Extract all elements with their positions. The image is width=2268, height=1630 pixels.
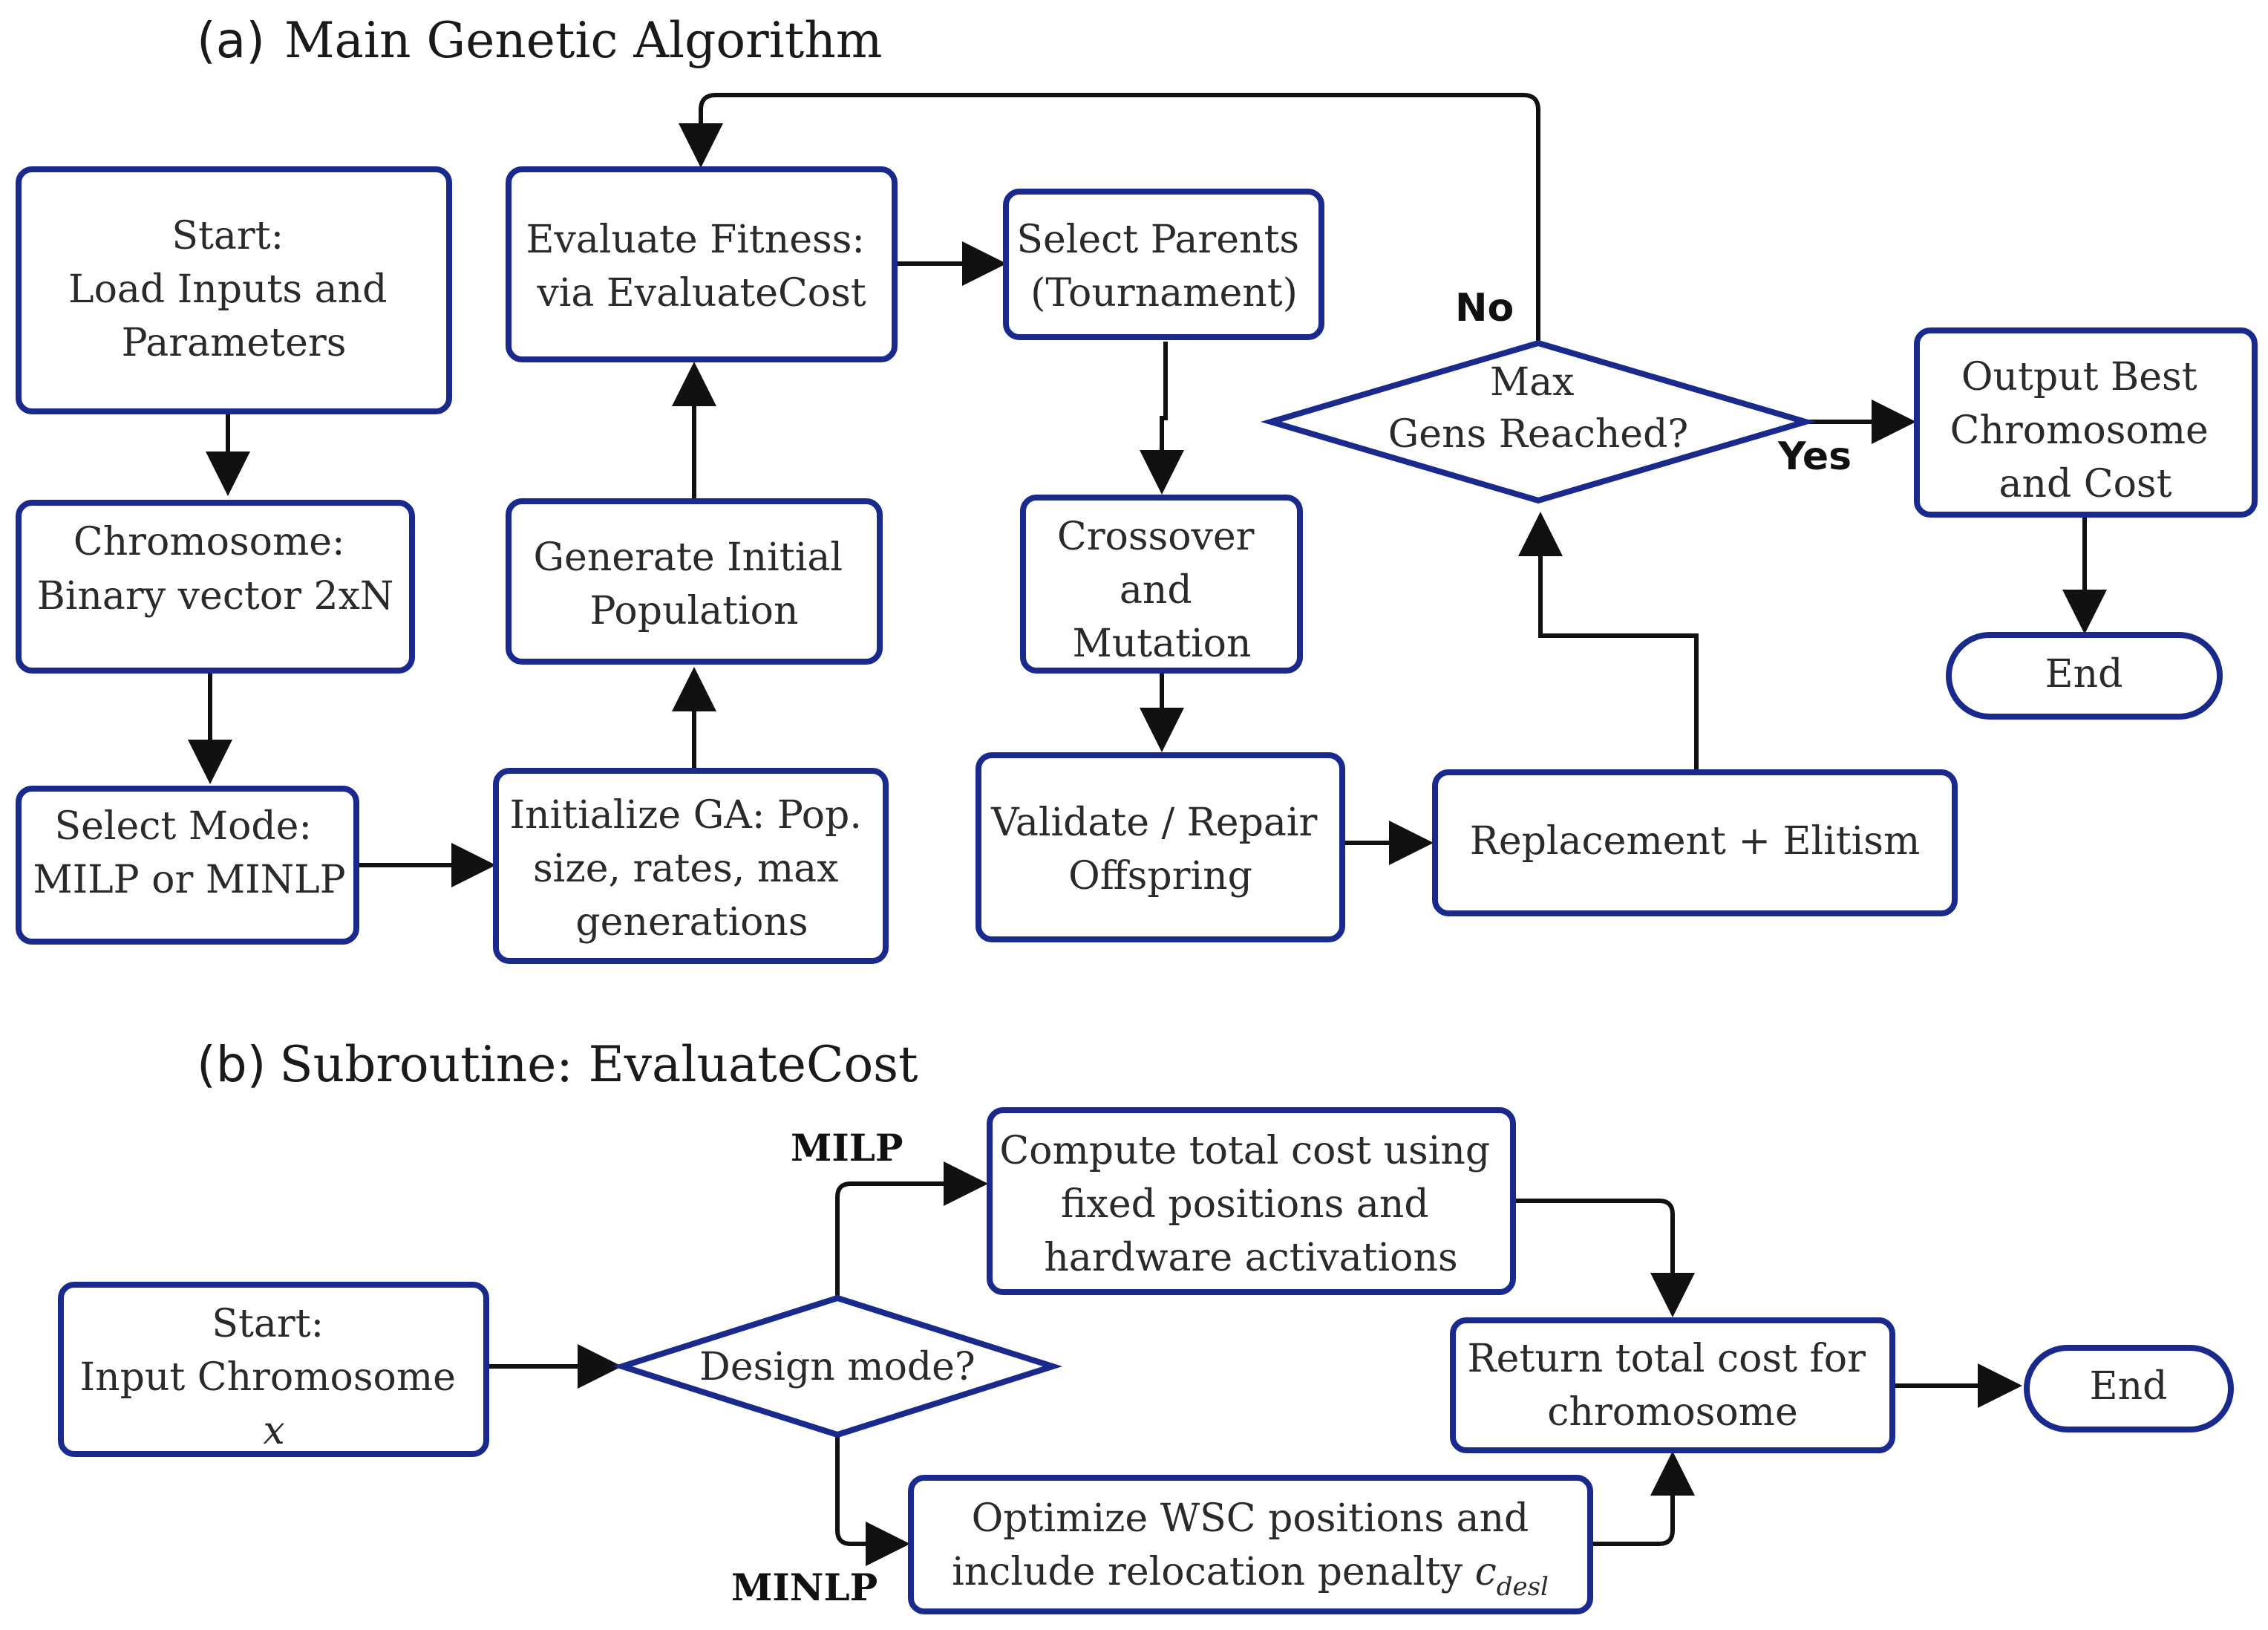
edge-minlp-branch — [835, 1437, 910, 1566]
replacement-elitism-node-text: Replacement + Elitism — [1470, 819, 1921, 864]
subroutine-start-node: Start: Input Chromosome x — [58, 1282, 489, 1457]
replacement-elitism-node: Replacement + Elitism — [1432, 769, 1958, 916]
crossover-mutation-node-text: Crossover and Mutation — [1057, 515, 1267, 666]
start-node-text: Start: Load Inputs and Parameters — [68, 214, 399, 365]
return-cost-node-text: Return total cost for chromosome — [1468, 1337, 1878, 1435]
evaluate-fitness-node: Evaluate Fitness: via EvaluateCost — [506, 166, 898, 362]
optimize-wsc-node-text: Optimize WSC positions and — [972, 1496, 1529, 1541]
output-best-node: Output Best Chromosome and Cost — [1914, 327, 2258, 518]
chromosome-node: Chromosome: Binary vector 2xN — [16, 500, 415, 674]
select-mode-node-text: Select Mode: MILP or MINLP — [33, 804, 345, 902]
yes-edge-label: Yes — [1777, 434, 1852, 479]
chromosome-node-text: Chromosome: Binary vector 2xN — [37, 520, 394, 619]
optimize-wsc-node-line2: include relocation penalty cdesl — [952, 1550, 1549, 1602]
max-gens-decision-text: Max Gens Reached? — [1388, 360, 1689, 457]
compute-cost-node: Compute total cost using fixed positions… — [987, 1107, 1516, 1295]
select-parents-node-text: Select Parents (Tournament) — [1016, 218, 1311, 316]
edge-replacement-to-max-gens — [1518, 512, 1699, 769]
compute-cost-node-text: Compute total cost using fixed positions… — [999, 1129, 1502, 1280]
section-b-title: (b)Subroutine: EvaluateCost — [197, 1036, 918, 1093]
section-a-marker: (a) — [197, 12, 265, 69]
design-mode-decision-text: Design mode? — [699, 1345, 975, 1389]
end-node-b: End — [2024, 1345, 2234, 1432]
start-node: Start: Load Inputs and Parameters — [16, 166, 452, 414]
minlp-edge-label: MINLP — [731, 1565, 878, 1609]
penalty-subscript: desl — [1497, 1572, 1549, 1602]
validate-repair-node: Validate / Repair Offspring — [975, 752, 1345, 942]
crossover-mutation-node: Crossover and Mutation — [1020, 495, 1303, 674]
select-parents-node: Select Parents (Tournament) — [1003, 189, 1324, 340]
select-mode-node: Select Mode: MILP or MINLP — [16, 786, 359, 945]
initialize-ga-node: Initialize GA: Pop. size, rates, max gen… — [493, 768, 889, 964]
generate-population-node: Generate Initial Population — [506, 498, 883, 665]
design-mode-decision: Design mode? — [612, 1294, 1063, 1438]
validate-repair-node-text: Validate / Repair Offspring — [990, 801, 1330, 899]
end-node-a-text: End — [2045, 652, 2123, 697]
optimize-wsc-node: Optimize WSC positions and include reloc… — [908, 1475, 1593, 1614]
edge-no-loop-to-eval-fitness — [679, 93, 1540, 342]
penalty-symbol: c — [1475, 1550, 1497, 1594]
section-b-title-text: Subroutine: EvaluateCost — [279, 1036, 918, 1093]
return-cost-node: Return total cost for chromosome — [1450, 1317, 1895, 1453]
chromosome-variable: x — [263, 1409, 284, 1453]
evaluate-fitness-node-text: Evaluate Fitness: via EvaluateCost — [526, 218, 878, 316]
max-gens-decision: Max Gens Reached? — [1260, 339, 1817, 504]
no-edge-label: No — [1455, 286, 1514, 330]
output-best-node-text: Output Best Chromosome and Cost — [1950, 355, 2221, 506]
end-node-b-text: End — [2090, 1364, 2168, 1409]
edge-select-parents-to-crossover — [1140, 342, 1184, 495]
generate-population-node-text: Generate Initial Population — [534, 535, 855, 633]
initialize-ga-node-text: Initialize GA: Pop. size, rates, max gen… — [510, 793, 875, 945]
section-b-marker: (b) — [197, 1036, 266, 1093]
section-a-title: (a) Main Genetic Algorithm — [197, 12, 882, 69]
edge-milp-branch — [835, 1161, 988, 1296]
edge-compute-to-return — [1514, 1199, 1695, 1317]
subroutine-start-node-text: Start: Input Chromosome x — [80, 1302, 468, 1453]
section-a-title-text: Main Genetic Algorithm — [284, 12, 882, 69]
milp-edge-label: MILP — [791, 1126, 903, 1170]
edge-optimize-to-return — [1592, 1451, 1695, 1546]
end-node-a: End — [1946, 632, 2223, 720]
